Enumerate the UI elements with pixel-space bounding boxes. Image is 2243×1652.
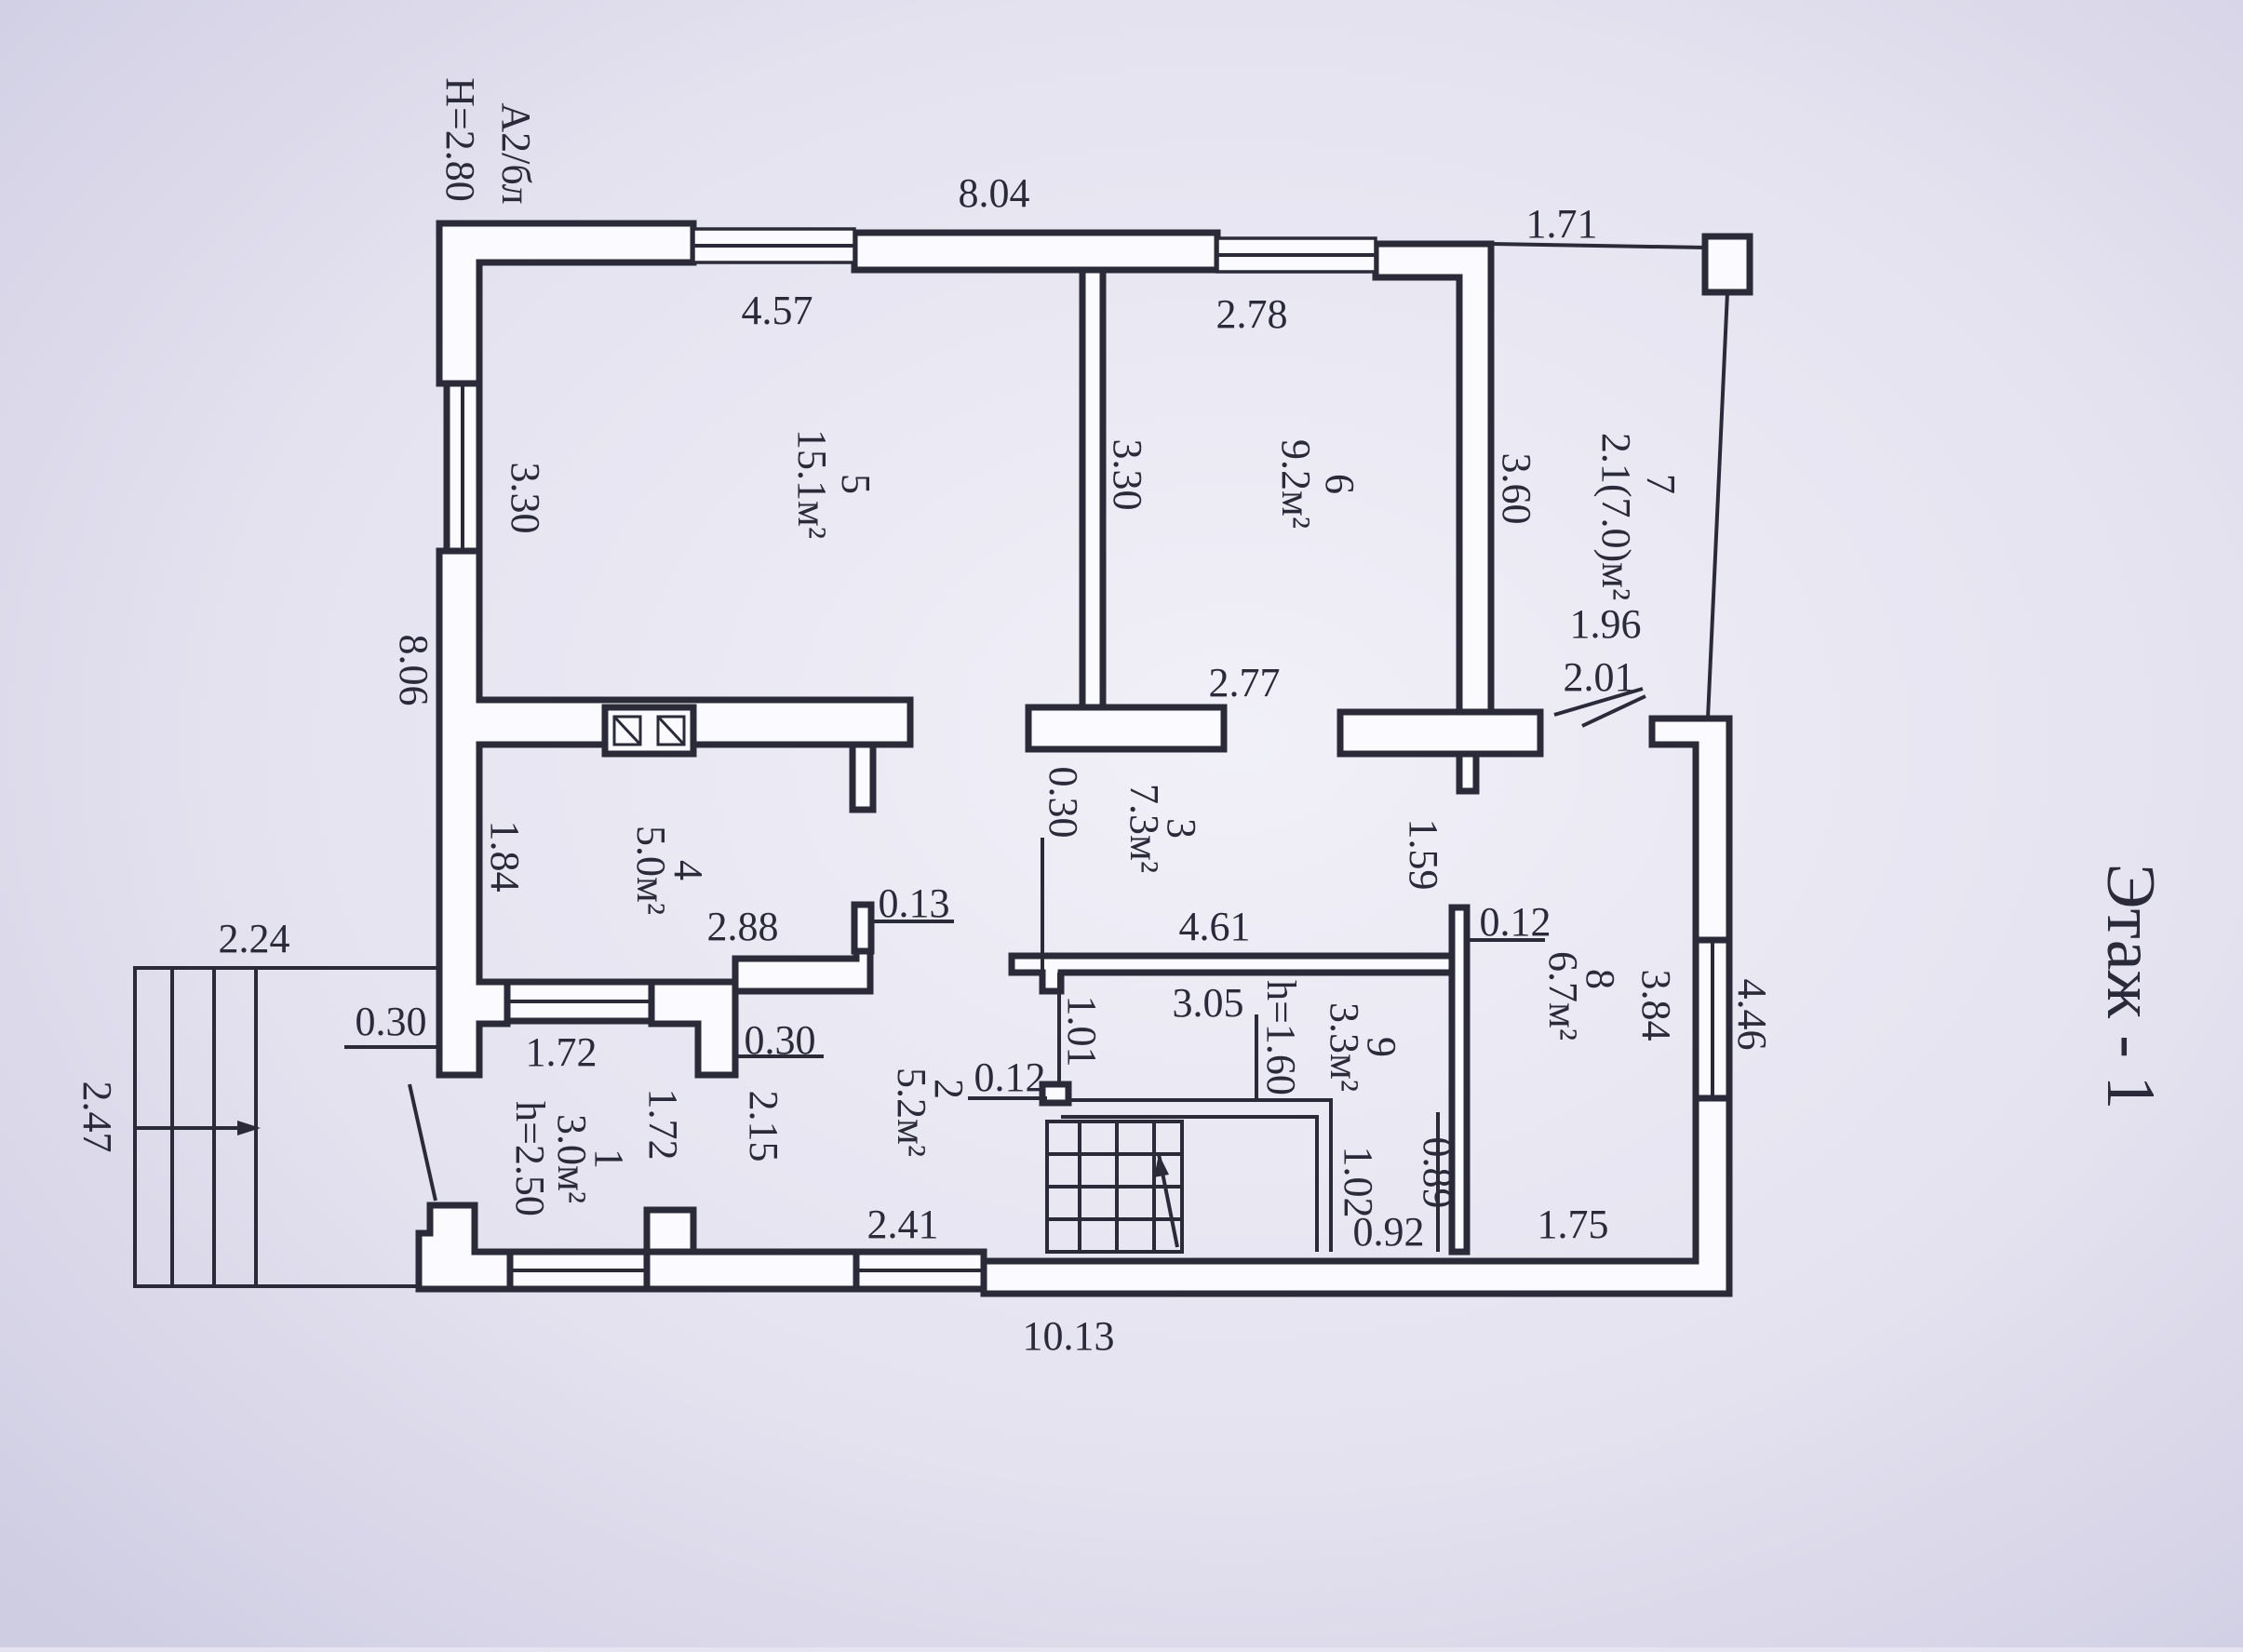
svg-text:5.2м²: 5.2м² — [889, 1068, 934, 1157]
dim-label: 2.15 — [741, 1091, 786, 1162]
wall-stub-stairs — [1039, 1081, 1072, 1107]
wall-room3-top-right — [1336, 708, 1544, 758]
dim-label: 2.24 — [219, 916, 290, 961]
svg-text:9.2м²: 9.2м² — [1273, 439, 1319, 529]
wall-stub-right — [1456, 750, 1480, 795]
dim-label: 1.75 — [1538, 1202, 1609, 1247]
dim-label: 0.30 — [356, 999, 427, 1044]
door-swing — [408, 1083, 437, 1202]
column-terrace — [1701, 233, 1753, 296]
terrace-edge-right — [1706, 291, 1729, 719]
svg-text:1: 1 — [586, 1148, 632, 1169]
class-label: А2/бл — [493, 102, 539, 204]
dim-label: 0.92 — [1353, 1209, 1425, 1255]
svg-text:7: 7 — [1638, 474, 1684, 494]
svg-text:8: 8 — [1578, 969, 1623, 989]
svg-text:6.7м²: 6.7м² — [1540, 951, 1586, 1041]
svg-text:h=2.50: h=2.50 — [507, 1101, 553, 1216]
dim-label: 0.12 — [974, 1054, 1046, 1100]
wall-room9-room8 — [1448, 904, 1471, 1256]
dim-label: 1.59 — [1401, 819, 1446, 891]
dim-label: 2.88 — [707, 904, 779, 949]
dim-label: 3.30 — [1105, 439, 1150, 511]
dim-label: 1.72 — [640, 1089, 686, 1161]
room-2-label: 2 5.2м² — [889, 1068, 972, 1157]
dim-label: 4.46 — [1729, 979, 1775, 1051]
room-1-label: 1 3.0м² h=2.50 — [507, 1101, 632, 1216]
dim-label: 1.01 — [1059, 996, 1105, 1068]
svg-text:5.0м²: 5.0м² — [628, 826, 674, 915]
dim-label: 2.01 — [1564, 654, 1635, 700]
wall-top-left — [436, 220, 697, 387]
svg-text:6: 6 — [1317, 474, 1363, 494]
svg-text:h=1.60: h=1.60 — [1258, 980, 1304, 1095]
wall-room5-room6 — [1079, 266, 1107, 711]
room-3-label: 3 7.3м² — [1122, 784, 1204, 873]
dim-label: 4.61 — [1179, 904, 1251, 949]
room-8-label: 8 6.7м² — [1540, 951, 1623, 1041]
dim-label: 3.60 — [1494, 453, 1539, 525]
dim-label: 1.72 — [526, 1029, 598, 1075]
dim-label: 1.96 — [1570, 601, 1642, 647]
wall-room9-lower — [1061, 1115, 1319, 1252]
svg-text:2.1(7.0)м²: 2.1(7.0)м² — [1593, 433, 1639, 600]
dim-label: 1.71 — [1526, 201, 1598, 247]
dim-label: 2.78 — [1216, 291, 1288, 337]
dim-label: 1.84 — [482, 821, 528, 893]
wall-room4-corner — [851, 901, 875, 955]
wall-top-middle — [851, 229, 1221, 274]
svg-text:4: 4 — [665, 860, 711, 880]
dim-label: 3.84 — [1633, 970, 1679, 1041]
dim-label: 8.04 — [959, 170, 1030, 216]
ventilation-block — [601, 704, 697, 758]
room-7-label: 7 2.1(7.0)м² — [1593, 433, 1684, 600]
dim-label: 1.02 — [1336, 1147, 1381, 1218]
svg-text:9: 9 — [1359, 1037, 1404, 1057]
wall-right-lower — [980, 1095, 1733, 1297]
dim-label: 3.05 — [1173, 980, 1244, 1026]
wall-room3-top-left — [1025, 704, 1228, 753]
room-labels: 1 3.0м² h=2.50 2 5.2м² 3 7.3м² 4 5.0м² 5… — [507, 429, 1684, 1216]
dim-label: 0.30 — [745, 1017, 816, 1063]
dim-label: 3.30 — [503, 463, 548, 534]
floor-title: Этаж - 1 — [2092, 864, 2169, 1110]
wall-stub-kitchen — [849, 741, 877, 813]
height-label: H=2.80 — [437, 77, 483, 202]
room-6-label: 6 9.2м² — [1273, 439, 1363, 529]
svg-text:15.1м²: 15.1м² — [789, 429, 835, 539]
svg-text:3: 3 — [1159, 818, 1204, 839]
walls-group — [133, 220, 1753, 1297]
staircase — [1045, 1120, 1184, 1254]
svg-text:3.3м²: 3.3м² — [1322, 1002, 1367, 1092]
wall-left-upper — [436, 547, 914, 1079]
dim-label: 0.89 — [1415, 1137, 1460, 1209]
terrace-edge-top — [1490, 242, 1706, 249]
svg-text:7.3м²: 7.3м² — [1122, 784, 1167, 873]
dim-label: 0.13 — [879, 880, 950, 926]
room-4-label: 4 5.0м² — [628, 826, 711, 915]
svg-text:5: 5 — [833, 474, 879, 494]
svg-text:2: 2 — [926, 1079, 972, 1099]
wall-bottom-left — [415, 1202, 514, 1293]
room-5-label: 5 15.1м² — [789, 429, 879, 539]
dim-label: 2.41 — [867, 1202, 939, 1247]
exterior-steps — [133, 966, 439, 1288]
dimension-labels: 8.04 1.71 4.57 2.78 3.30 3.30 3.60 8.06 … — [74, 170, 1775, 1359]
dim-label: 4.57 — [742, 288, 813, 333]
dim-label: 10.13 — [1023, 1313, 1115, 1359]
dim-label: 8.06 — [391, 635, 437, 706]
dim-label: 0.12 — [1480, 899, 1551, 945]
dim-label: 2.77 — [1209, 660, 1281, 705]
dim-label: 0.30 — [1041, 767, 1086, 839]
room-9-label: 9 3.3м² h=1.60 — [1258, 980, 1404, 1095]
svg-text:3.0м²: 3.0м² — [549, 1114, 595, 1203]
dim-label: 2.47 — [74, 1081, 120, 1153]
